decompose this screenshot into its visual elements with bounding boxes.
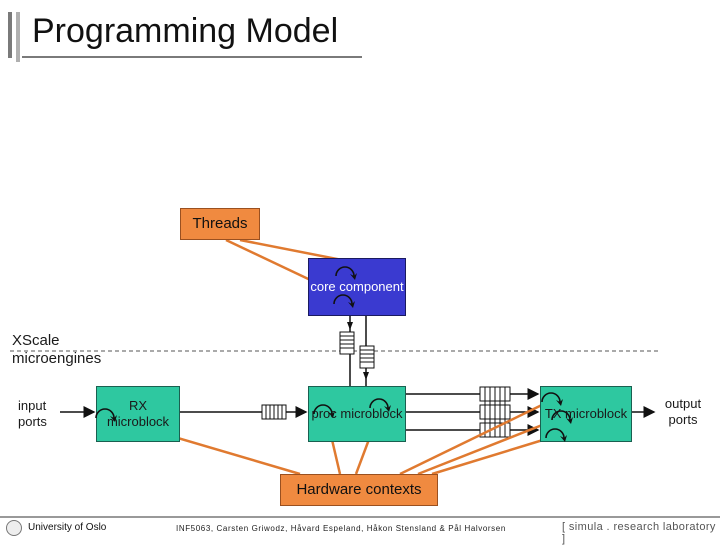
hardware-contexts-callout: Hardware contexts: [280, 474, 438, 506]
university-seal-icon: [6, 520, 22, 536]
xscale-label: XScale microengines: [12, 332, 101, 368]
thread-arrow-icon: [335, 266, 355, 277]
footer-institution: University of Oslo: [28, 522, 107, 533]
rx-microblock: RX microblock: [96, 386, 180, 442]
title-decoration: [8, 12, 362, 62]
core-component-block: core component: [308, 258, 406, 316]
thread-arrow-icon: [551, 410, 571, 421]
footer-authors: INF5063, Carsten Griwodz, Håvard Espelan…: [176, 524, 506, 533]
microengines-text: microengines: [12, 350, 102, 367]
thread-arrow-icon: [541, 392, 561, 403]
input-ports-label: input ports: [18, 398, 47, 429]
output-ports-label: output ports: [664, 396, 702, 427]
slide-title: Programming Model: [32, 12, 339, 50]
queue-rx-proc: [261, 404, 287, 420]
thread-arrow-icon: [313, 404, 333, 415]
footer-divider: [0, 516, 720, 518]
thread-arrow-icon: [333, 294, 353, 305]
proc-microblock: proc microblock: [308, 386, 406, 442]
xscale-text: XScale: [12, 332, 60, 349]
thread-arrow-icon: [95, 408, 115, 419]
thread-arrow-icon: [369, 398, 389, 409]
footer-lab: [ simula . research laboratory ]: [562, 521, 716, 545]
thread-arrow-icon: [545, 428, 565, 439]
queues-core-proc: [339, 316, 375, 390]
threads-callout: Threads: [180, 208, 260, 240]
queues-proc-tx: [406, 386, 540, 438]
